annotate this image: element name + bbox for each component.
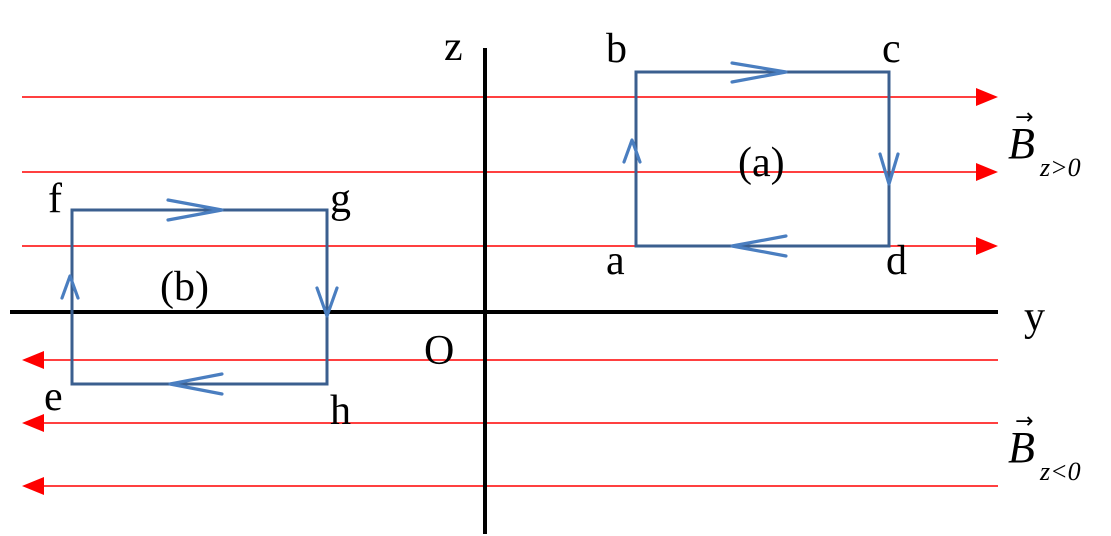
- field-upper-vector: B: [1008, 119, 1035, 168]
- field-lower-vector-arrow-icon: →: [1015, 409, 1033, 434]
- loop-a-arrow-right: [730, 61, 788, 84]
- loop-b: (b) e f g h: [44, 176, 351, 434]
- loop-a-rectangle: [634, 70, 891, 248]
- upper-field-arrowhead-1: [976, 88, 998, 106]
- upper-field-arrowhead-2: [976, 163, 998, 181]
- lower-field-arrowhead-3: [22, 477, 44, 495]
- field-lower-subscript: z<0: [1039, 457, 1081, 486]
- loop-b-rectangle: [70, 208, 329, 386]
- loop-b-arrow-left: [168, 372, 224, 396]
- loop-b-arrow-right: [166, 198, 224, 222]
- corner-e-label: e: [44, 374, 63, 420]
- loop-a-label: (a): [738, 140, 785, 186]
- corner-c-label: c: [882, 26, 901, 72]
- loop-a-arrow-down: [878, 152, 900, 186]
- loop-b-arrow-up: [60, 274, 80, 300]
- field-lower-vector: B: [1008, 423, 1035, 472]
- loop-a: (a) a b c d: [606, 26, 907, 284]
- field-lines: [22, 88, 998, 495]
- z-axis-label: z: [444, 24, 463, 70]
- y-axis-label: y: [1024, 294, 1045, 340]
- field-upper-vector-arrow-icon: →: [1015, 105, 1033, 130]
- axes: z y O: [10, 24, 1045, 534]
- loop-b-arrow-down: [315, 286, 339, 318]
- field-label-upper: B → z>0: [1008, 105, 1081, 182]
- corner-a-label: a: [606, 238, 625, 284]
- loop-a-arrow-left: [730, 234, 788, 258]
- corner-d-label: d: [886, 238, 907, 284]
- corner-b-label: b: [606, 26, 627, 72]
- field-upper-subscript: z>0: [1039, 153, 1081, 182]
- field-label-lower: B → z<0: [1008, 409, 1081, 486]
- upper-field-arrowhead-3: [976, 237, 998, 255]
- loop-a-arrow-up: [622, 138, 642, 164]
- corner-f-label: f: [48, 176, 62, 222]
- corner-g-label: g: [330, 176, 351, 222]
- loop-b-label: (b): [160, 264, 209, 310]
- origin-label: O: [424, 328, 454, 374]
- lower-field-arrowhead-1: [22, 351, 44, 369]
- lower-field-arrowhead-2: [22, 414, 44, 432]
- corner-h-label: h: [330, 388, 351, 434]
